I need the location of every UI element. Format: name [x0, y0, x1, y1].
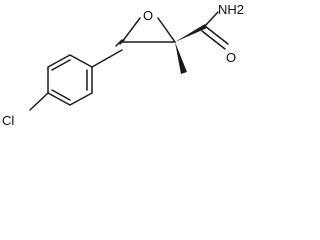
carbonyl-cn-bond	[204, 11, 219, 27]
structure-final-render: Cl O O NH2	[0, 0, 276, 132]
ring-inner-top-left	[51, 59, 71, 71]
structure-final-svg: Cl O O NH2	[2, 2, 244, 128]
carbonyl-co-bond-2	[201, 30, 226, 50]
carbonyl-co-bond-1	[204, 25, 229, 45]
c2-carbonyl-wedge-bond	[175, 24, 207, 42]
c3-hashed-stereo-bond	[115, 39, 125, 47]
aromatic-ring-final	[47, 54, 93, 106]
ring-inner-bottom-left	[51, 89, 71, 101]
epoxide-ring: O	[121, 8, 176, 43]
hash-1	[119, 39, 125, 45]
chloro-bond	[29, 92, 49, 111]
amide-nitrogen-label: NH2	[218, 2, 244, 17]
ring-edge-bottom-right	[69, 92, 93, 106]
ring-edge-bottom-left	[47, 92, 71, 106]
ring-edge-top-left	[47, 54, 71, 68]
ring-edge-top-right	[69, 54, 93, 68]
methyl-wedge-bond	[175, 42, 187, 74]
hash-2	[115, 39, 123, 47]
epoxide-c2-o-bond	[157, 17, 176, 43]
epoxide-c3-o-bond	[121, 17, 141, 43]
chlorine-label: Cl	[2, 113, 14, 128]
aryl-to-epoxide-bond	[91, 49, 123, 68]
carbonyl-oxygen-label: O	[226, 50, 236, 65]
epoxide-oxygen-label: O	[143, 8, 153, 23]
